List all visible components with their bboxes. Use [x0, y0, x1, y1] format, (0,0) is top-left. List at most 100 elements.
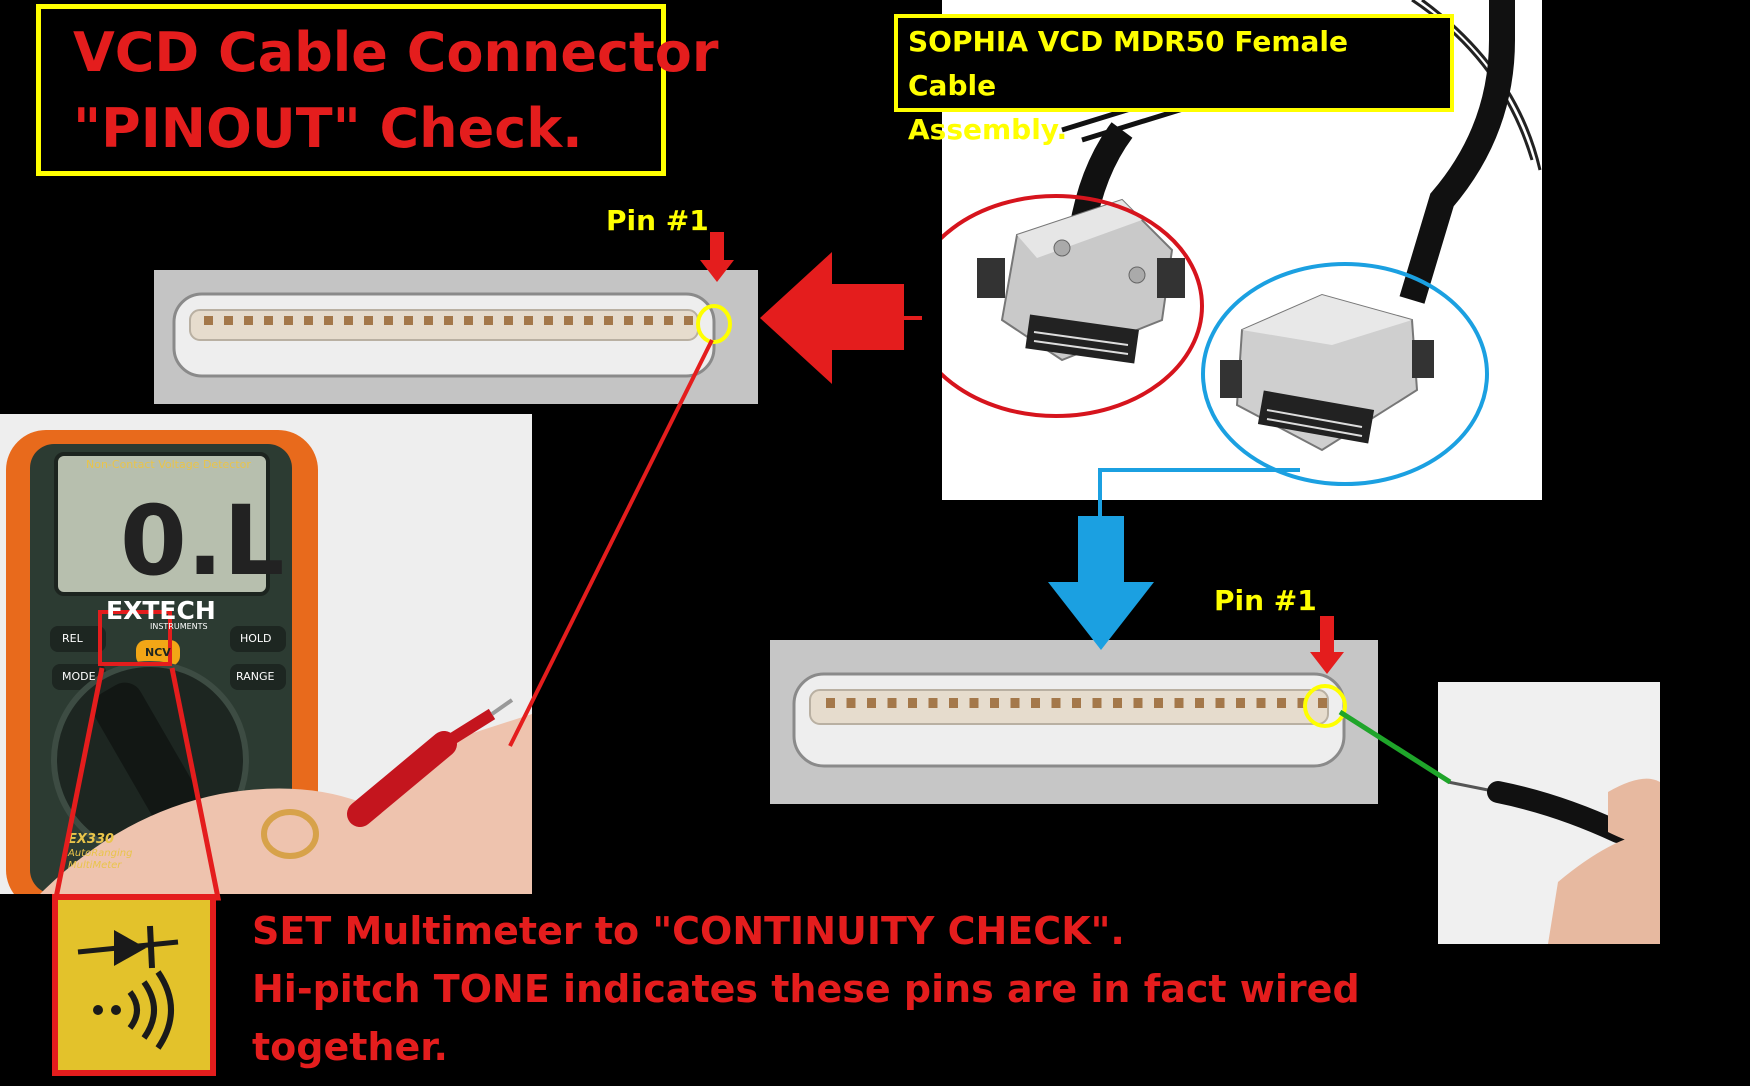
- title-line-2: "PINOUT" Check.: [73, 97, 583, 160]
- contact-pin: [364, 316, 373, 325]
- contact-pin: [284, 316, 293, 325]
- contact-pin: [1174, 698, 1184, 708]
- contact-pin: [624, 316, 633, 325]
- contact-pin: [584, 316, 593, 325]
- contact-pin: [928, 698, 938, 708]
- contact-pin: [324, 316, 333, 325]
- contact-pin: [1297, 698, 1307, 708]
- pin-1-highlight-top: [696, 304, 732, 344]
- contact-pin: [604, 316, 613, 325]
- red-pin-arrow-top: [700, 232, 734, 282]
- meter-model-sub-2: MultiMeter: [68, 860, 122, 871]
- contact-pin: [384, 316, 393, 325]
- meter-button-hold: HOLD: [240, 632, 272, 645]
- contact-pin: [990, 698, 999, 708]
- cable-assembly-label: SOPHIA VCD MDR50 Female Cable Assembly.: [894, 14, 1454, 146]
- title-box: VCD Cable Connector "PINOUT" Check.: [36, 4, 719, 176]
- meter-lcd-readout: 0.L: [120, 485, 284, 597]
- multimeter-illustration: 0.L: [0, 414, 532, 894]
- contact-pin: [264, 316, 273, 325]
- contact-pin: [1215, 698, 1225, 708]
- contact-pin: [1236, 698, 1245, 708]
- contact-pin: [664, 316, 673, 325]
- contact-pin: [504, 316, 513, 325]
- contact-pin: [1072, 698, 1081, 708]
- contact-pin: [908, 698, 917, 708]
- meter-button-rel: REL: [62, 632, 83, 645]
- contact-pin: [564, 316, 573, 325]
- contact-pin: [1092, 698, 1102, 708]
- bottom-connector-receptacle: [770, 640, 1378, 804]
- contact-pin: [544, 316, 553, 325]
- pin-1-label-top: Pin #1: [606, 204, 709, 237]
- contact-pin: [1113, 698, 1122, 708]
- red-pin-arrow-bottom: [1310, 616, 1344, 674]
- contact-pin: [1031, 698, 1040, 708]
- contact-pin: [304, 316, 313, 325]
- cable-label-line-2: Assembly.: [908, 113, 1068, 146]
- top-connector-receptacle: [154, 270, 758, 404]
- meter-button-ncv: NCV: [145, 646, 171, 659]
- contact-pin: [949, 698, 958, 708]
- instruction-line-1: SET Multimeter to "CONTINUITY CHECK".: [252, 909, 1125, 953]
- contact-pin: [969, 698, 979, 708]
- meter-header-text: Non-Contact Voltage Detector: [86, 458, 251, 471]
- contact-pin: [867, 698, 876, 708]
- contact-pin: [204, 316, 213, 325]
- contact-pin: [1195, 698, 1204, 708]
- continuity-symbol-inset: [52, 894, 216, 1076]
- title-line-1: VCD Cable Connector: [73, 21, 719, 84]
- meter-model-sub-1: AutoRanging: [68, 848, 133, 859]
- contact-pin: [1256, 698, 1266, 708]
- contact-pin: [424, 316, 433, 325]
- top-connector-pins: [204, 316, 693, 325]
- contact-pin: [444, 316, 453, 325]
- contact-pin: [1133, 698, 1143, 708]
- contact-pin: [644, 316, 653, 325]
- contact-pin: [846, 698, 856, 708]
- probe-photo: [1438, 682, 1660, 944]
- contact-pin: [484, 316, 493, 325]
- pin-1-highlight-bottom: [1303, 684, 1347, 728]
- contact-pin: [1154, 698, 1163, 708]
- bottom-connector-photo: [770, 640, 1378, 804]
- contact-pin: [464, 316, 473, 325]
- contact-pin: [1010, 698, 1020, 708]
- black-probe-illustration: [1438, 682, 1660, 944]
- contact-pin: [1318, 698, 1327, 708]
- red-test-lead: [508, 339, 714, 747]
- contact-pin: [224, 316, 233, 325]
- multimeter-photo: 0.L Non-Contact Voltage Detector EXTECH …: [0, 414, 532, 894]
- instructions-text: SET Multimeter to "CONTINUITY CHECK". Hi…: [252, 902, 1360, 1076]
- contact-pin: [244, 316, 253, 325]
- meter-model: EX330: [68, 832, 115, 847]
- instruction-line-3: together.: [252, 1025, 448, 1069]
- connector-blue-body: [1220, 293, 1434, 452]
- meter-button-range: RANGE: [236, 670, 275, 683]
- cable-label-line-1: SOPHIA VCD MDR50 Female Cable: [908, 25, 1348, 102]
- contact-pin: [524, 316, 533, 325]
- meter-brand-sub: INSTRUMENTS: [150, 622, 208, 631]
- green-test-lead: [1338, 709, 1452, 785]
- meter-brand: EXTECH: [106, 596, 216, 625]
- contact-pin: [684, 316, 693, 325]
- pin-1-label-bottom: Pin #1: [1214, 584, 1317, 617]
- dial-zoom-outline: [52, 667, 222, 901]
- meter-button-mode: MODE: [62, 670, 96, 683]
- contact-pin: [1051, 698, 1061, 708]
- blue-arrow-down: [1048, 516, 1154, 650]
- contact-pin: [404, 316, 413, 325]
- blue-leader-line: [1098, 468, 1300, 518]
- instruction-line-2: Hi-pitch TONE indicates these pins are i…: [252, 967, 1360, 1011]
- continuity-icon: [58, 900, 210, 1070]
- red-arrow-left: [760, 252, 904, 384]
- connector-red-body: [977, 198, 1185, 364]
- contact-pin: [1277, 698, 1286, 708]
- contact-pin: [887, 698, 897, 708]
- contact-pin: [344, 316, 353, 325]
- blue-highlight-circle: [1201, 262, 1489, 486]
- contact-pin: [826, 698, 835, 708]
- top-connector-photo: [154, 270, 758, 404]
- bottom-connector-pins: [826, 698, 1327, 708]
